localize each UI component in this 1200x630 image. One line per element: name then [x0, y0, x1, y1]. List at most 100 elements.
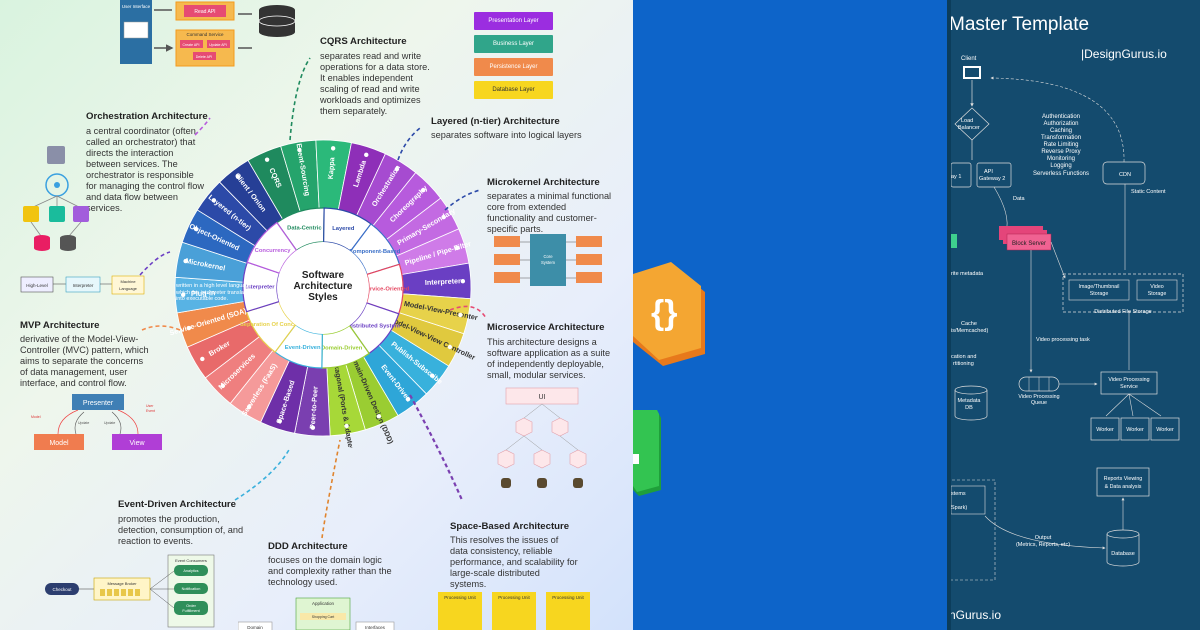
brand-label: |DesignGurus.io [1081, 47, 1167, 61]
svg-text:Create API: Create API [183, 43, 200, 47]
gateway-features: Authentication Authorization Caching Tra… [1033, 114, 1089, 177]
svg-text:Delete API: Delete API [196, 55, 213, 59]
svg-text:Distributed File Storage: Distributed File Storage [1094, 309, 1151, 315]
svg-text:rite metadata: rite metadata [951, 271, 984, 277]
svg-text:Worker: Worker [1096, 427, 1114, 433]
svg-text:Processing Unit: Processing Unit [444, 595, 476, 600]
segment-dot [235, 174, 241, 179]
event-driven-mini-diagram: Checkout Message Broker Event Consumers … [45, 554, 215, 628]
ddd-text: focuses on the domain logic and complexi… [268, 555, 392, 587]
cqrs-mini-diagram: User Interface Read API Command Service … [120, 0, 296, 67]
database-icon [34, 235, 50, 251]
svg-text:Shopping Cart: Shopping Cart [312, 615, 334, 619]
segment-dot [344, 423, 349, 429]
svg-text:Video Processing: Video Processing [1108, 377, 1149, 383]
segment-dot [200, 356, 205, 362]
segment-dot [405, 397, 411, 402]
svg-text:Output: Output [1035, 535, 1052, 541]
inner-segment-label: Concurrency [255, 248, 292, 254]
inner-segment-label: Event-Driven [285, 345, 321, 351]
svg-text:is/Memcached): is/Memcached) [951, 328, 988, 334]
model-box [34, 434, 84, 450]
system-design-diagram: Master Template |DesignGurus.io Client L… [951, 14, 1184, 622]
inner-segment-label: Separation Of Concern [240, 322, 304, 328]
svg-text:Model: Model [31, 415, 41, 419]
inner-segment-label: Distributed System [347, 323, 400, 329]
segment-dot [460, 279, 466, 284]
segment-dot [420, 188, 426, 193]
outer-segment-label: Kappa [326, 156, 337, 180]
microkernel-title: Microkernel Architecture [487, 177, 600, 188]
svg-text:High-Level: High-Level [26, 283, 48, 288]
layered-text: separates software into logical layers [431, 130, 582, 140]
load-balancer-shape [954, 107, 990, 141]
svg-text:stems: stems [951, 491, 966, 497]
svg-text:Block Server: Block Server [1012, 241, 1046, 247]
svg-text:Notification: Notification [182, 587, 201, 591]
svg-text:Update: Update [78, 421, 89, 425]
space-based-title: Space-Based Architecture [450, 521, 570, 532]
svg-text:Model: Model [49, 440, 69, 447]
svg-text:Fulfillment: Fulfillment [182, 609, 200, 613]
svg-text:Client: Client [961, 56, 977, 62]
svg-text:UI: UI [539, 394, 546, 401]
architecture-styles-infographic: User Interface Read API Command Service … [0, 0, 633, 630]
microservice-text: This architecture designs a software app… [487, 337, 611, 380]
svg-text:Update: Update [104, 421, 115, 425]
segment-dot [441, 214, 446, 220]
interpreter-wheel-text: written in a high level language, which … [176, 283, 254, 302]
legend-business: Business Layer [474, 35, 553, 53]
segment-dot [447, 344, 453, 350]
svg-text:Analytics: Analytics [183, 569, 198, 573]
segment-dot [211, 198, 217, 203]
svg-text:Image/Thumbnail: Image/Thumbnail [1079, 284, 1120, 290]
event-driven-text: promotes the production, detection, cons… [118, 514, 244, 546]
inner-segment-label: Layered [332, 226, 355, 232]
orchestration-title: Orchestration Architecture [86, 111, 208, 122]
legend-database: Database Layer [474, 81, 553, 99]
cqrs-title: CQRS Architecture [320, 36, 407, 47]
svg-text:Transformation: Transformation [1041, 135, 1081, 141]
mvp-text: derivative of the Model-View-Controller … [20, 334, 149, 388]
svg-text:Processing Unit: Processing Unit [552, 595, 584, 600]
inner-segment-label: Interpreter [246, 285, 276, 291]
green-block-icon [633, 410, 661, 496]
segment-dot [330, 146, 336, 151]
segment-dot [180, 292, 186, 297]
inner-segment-label: Service-Oriented [363, 286, 410, 292]
svg-text:Interpreter: Interpreter [73, 283, 94, 288]
ui-label: User Interface [122, 4, 151, 9]
presenter-box [72, 394, 124, 410]
svg-text:Authorization: Authorization [1043, 121, 1078, 127]
event-driven-title: Event-Driven Architecture [118, 499, 237, 510]
wheel-center [277, 242, 369, 334]
svg-text:Serverless Functions: Serverless Functions [1033, 171, 1089, 177]
svg-text:Presenter: Presenter [83, 400, 114, 407]
view-box [112, 434, 162, 450]
svg-text:Machine: Machine [120, 279, 136, 284]
svg-text:Gateway 2: Gateway 2 [979, 176, 1005, 182]
svg-text:Logging: Logging [1050, 163, 1071, 169]
svg-text:rtitioning: rtitioning [953, 361, 974, 367]
ddd-mini-diagram: Application Shopping Cart Domain Interfa… [238, 597, 395, 630]
svg-text:API: API [984, 169, 993, 175]
svg-text:Event Consumers: Event Consumers [175, 558, 207, 563]
segment-dot [310, 425, 316, 430]
database-icon [60, 235, 76, 251]
microservice-title: Microservice Architecture [487, 322, 605, 333]
svg-text:Interfaces: Interfaces [365, 625, 386, 630]
svg-text:{}: {} [651, 294, 677, 332]
segment-dot [193, 226, 199, 232]
microkernel-text: separates a minimal functional core from… [487, 191, 612, 234]
svg-text:Load: Load [961, 118, 973, 124]
segment-dot [376, 414, 382, 419]
svg-text:Checkout: Checkout [52, 587, 72, 592]
legend-presentation: Presentation Layer [474, 12, 553, 30]
svg-text:Worker: Worker [1126, 427, 1144, 433]
svg-text:Processing Unit: Processing Unit [498, 595, 530, 600]
svg-text:Video processing task: Video processing task [1036, 337, 1090, 343]
svg-text:Event: Event [146, 409, 155, 413]
ddd-title: DDD Architecture [268, 541, 348, 552]
svg-text:Cache: Cache [961, 321, 977, 327]
wheel-center-title: Architecture [294, 281, 353, 292]
